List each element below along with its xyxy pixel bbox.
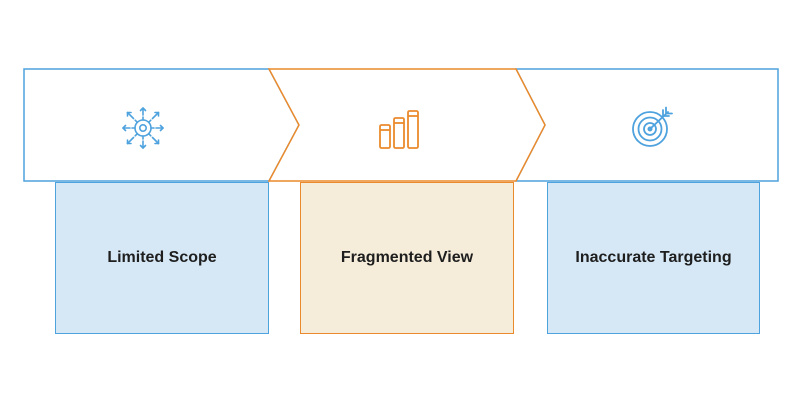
target-icon [632,106,673,147]
network-gear-icon [122,107,164,149]
step-2-label: Fragmented View [340,249,474,266]
step-3-box: Inaccurate Targeting [547,182,760,334]
step-2-box: Fragmented View [300,182,514,334]
bar-chart-icon [379,110,419,149]
step-1-box: Limited Scope [55,182,269,334]
step-3-label: Inaccurate Targeting [575,249,732,266]
chevron-step-2 [267,68,546,182]
step-1-label: Limited Scope [107,249,217,266]
